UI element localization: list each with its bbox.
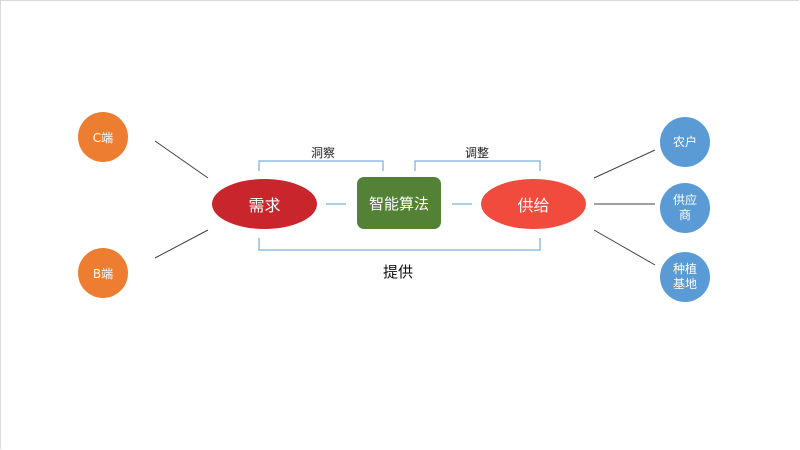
line-supply-to-base (593, 229, 656, 266)
node-supplier: 供应商 (660, 183, 710, 233)
bracket-provide (258, 238, 541, 251)
bracket-insight (258, 160, 384, 171)
node-c-end: C端 (78, 112, 128, 162)
label-adjust: 调整 (464, 146, 489, 160)
node-b-end: B端 (78, 248, 128, 298)
label-provide: 提供 (382, 263, 413, 281)
node-supply: 供给 (481, 179, 586, 229)
node-demand: 需求 (212, 179, 317, 229)
line-c-to-demand (154, 140, 209, 179)
node-smart-algorithm: 智能算法 (357, 177, 441, 229)
line-supply-to-farmer (593, 149, 656, 179)
node-planting-base: 种植基地 (660, 252, 710, 302)
bracket-adjust (414, 160, 541, 171)
label-insight: 洞察 (310, 146, 335, 160)
line-b-to-demand (154, 229, 209, 259)
node-farmer: 农户 (660, 117, 710, 167)
